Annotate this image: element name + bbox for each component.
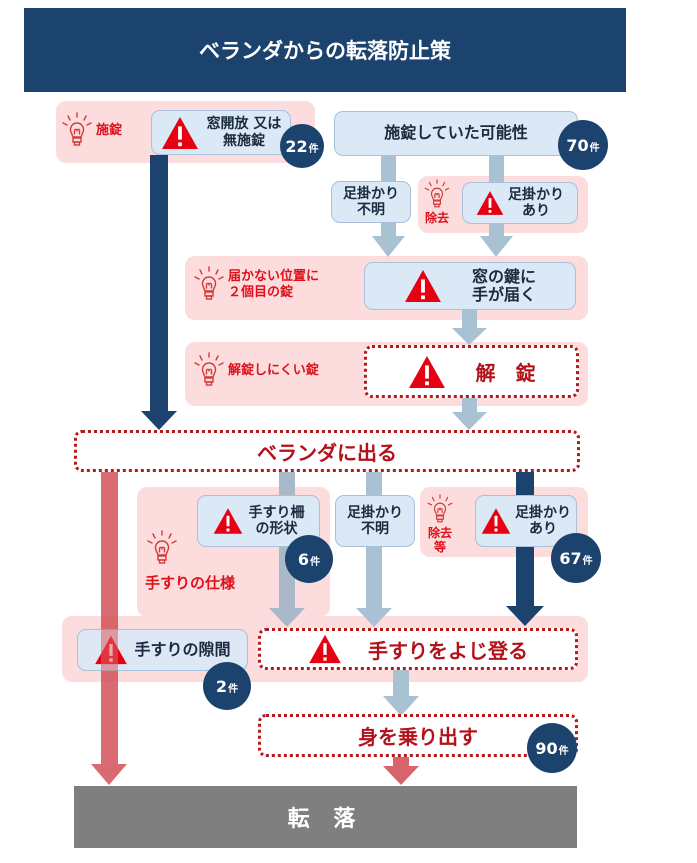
arrow-unlocked-to-veranda [141, 155, 177, 430]
lightbulb-icon [424, 179, 450, 208]
page-title: ベランダからの転落防止策 [24, 8, 626, 92]
node-reach-lock-label: 窓の鍵に 手が届く [471, 266, 536, 304]
node-foothold-unknown-2: 足掛かり 不明 [335, 495, 415, 547]
tip-second-lock: 届かない位置に ２個目の錠 [194, 266, 319, 304]
arrow-lean-out-to-fall [383, 756, 419, 785]
node-unlock: 解 錠 [364, 345, 579, 398]
node-possibly-locked-label: 施錠していた可能性 [384, 123, 528, 143]
node-possibly-locked: 施錠していた可能性 [334, 111, 578, 156]
tip-lock: 施錠 [62, 112, 122, 150]
node-foothold-present-2-label: 足掛かり あり [515, 504, 571, 537]
node-unlock-label: 解 錠 [475, 361, 536, 385]
tip-hard-lock: 解錠しにくい錠 [194, 352, 319, 390]
tip-hard-lock-label: 解錠しにくい錠 [228, 363, 319, 379]
warning-triangle-icon [309, 634, 341, 664]
node-foothold-present-2: 足掛かり あり [475, 495, 577, 547]
arrow-overlay-railing-gap [101, 616, 118, 682]
tip-lock-label: 施錠 [96, 123, 123, 139]
node-reach-lock: 窓の鍵に 手が届く [364, 262, 576, 310]
tip-remove-etc: 除去 等 [427, 494, 453, 555]
lightbulb-icon [147, 530, 177, 564]
node-window-unlocked-label: 窓開放 又は 無施錠 [206, 116, 282, 149]
warning-triangle-icon [405, 269, 441, 303]
node-lean-out: 身を乗り出す [258, 714, 578, 757]
tip-railing-spec: 手すりの仕様 [145, 530, 235, 592]
node-foothold-unknown-1-label: 足掛かり 不明 [343, 185, 399, 218]
lightbulb-icon [194, 266, 224, 300]
node-foothold-unknown-1: 足掛かり 不明 [331, 181, 411, 223]
lightbulb-icon [427, 494, 453, 523]
node-railing-shape-label: 手すり柵 の形状 [248, 504, 305, 537]
node-go-to-veranda: ベランダに出る [74, 430, 580, 472]
arrow-veranda-to-climb-foothold-present [506, 470, 544, 626]
warning-triangle-icon [161, 116, 198, 149]
arrow-climb-to-lean-out [383, 668, 419, 716]
node-window-unlocked: 窓開放 又は 無施錠 [151, 110, 291, 155]
node-lean-out-label: 身を乗り出す [358, 725, 478, 749]
warning-triangle-icon [213, 508, 242, 534]
arrow-unlock-to-veranda [452, 398, 487, 430]
node-foothold-present-1-label: 足掛かり あり [508, 186, 564, 219]
node-fall: 転 落 [74, 786, 577, 848]
warning-triangle-icon [408, 355, 445, 388]
node-climb-railing: 手すりをよじ登る [258, 628, 578, 670]
tip-second-lock-label: 届かない位置に ２個目の錠 [228, 269, 320, 300]
node-foothold-unknown-2-label: 足掛かり 不明 [347, 504, 403, 537]
arrow-reach-to-unlock [452, 310, 487, 345]
arrow-veranda-to-climb-foothold-unknown [356, 470, 392, 627]
node-railing-gap-label: 手すりの隙間 [134, 639, 231, 659]
node-railing-shape: 手すり柵 の形状 [197, 495, 320, 547]
tip-remove-foothold: 除去 [424, 179, 450, 225]
lightbulb-icon [194, 352, 224, 386]
lightbulb-icon [62, 112, 92, 146]
tip-railing-spec-label: 手すりの仕様 [145, 574, 236, 592]
node-go-to-veranda-label: ベランダに出る [257, 440, 397, 465]
tip-remove-etc-label: 除去 等 [427, 526, 452, 555]
node-climb-railing-label: 手すりをよじ登る [368, 638, 528, 663]
warning-triangle-icon [476, 191, 504, 215]
tip-remove-foothold-label: 除去 [424, 211, 449, 225]
warning-triangle-icon [481, 508, 511, 534]
node-foothold-present-1: 足掛かり あり [462, 182, 578, 224]
